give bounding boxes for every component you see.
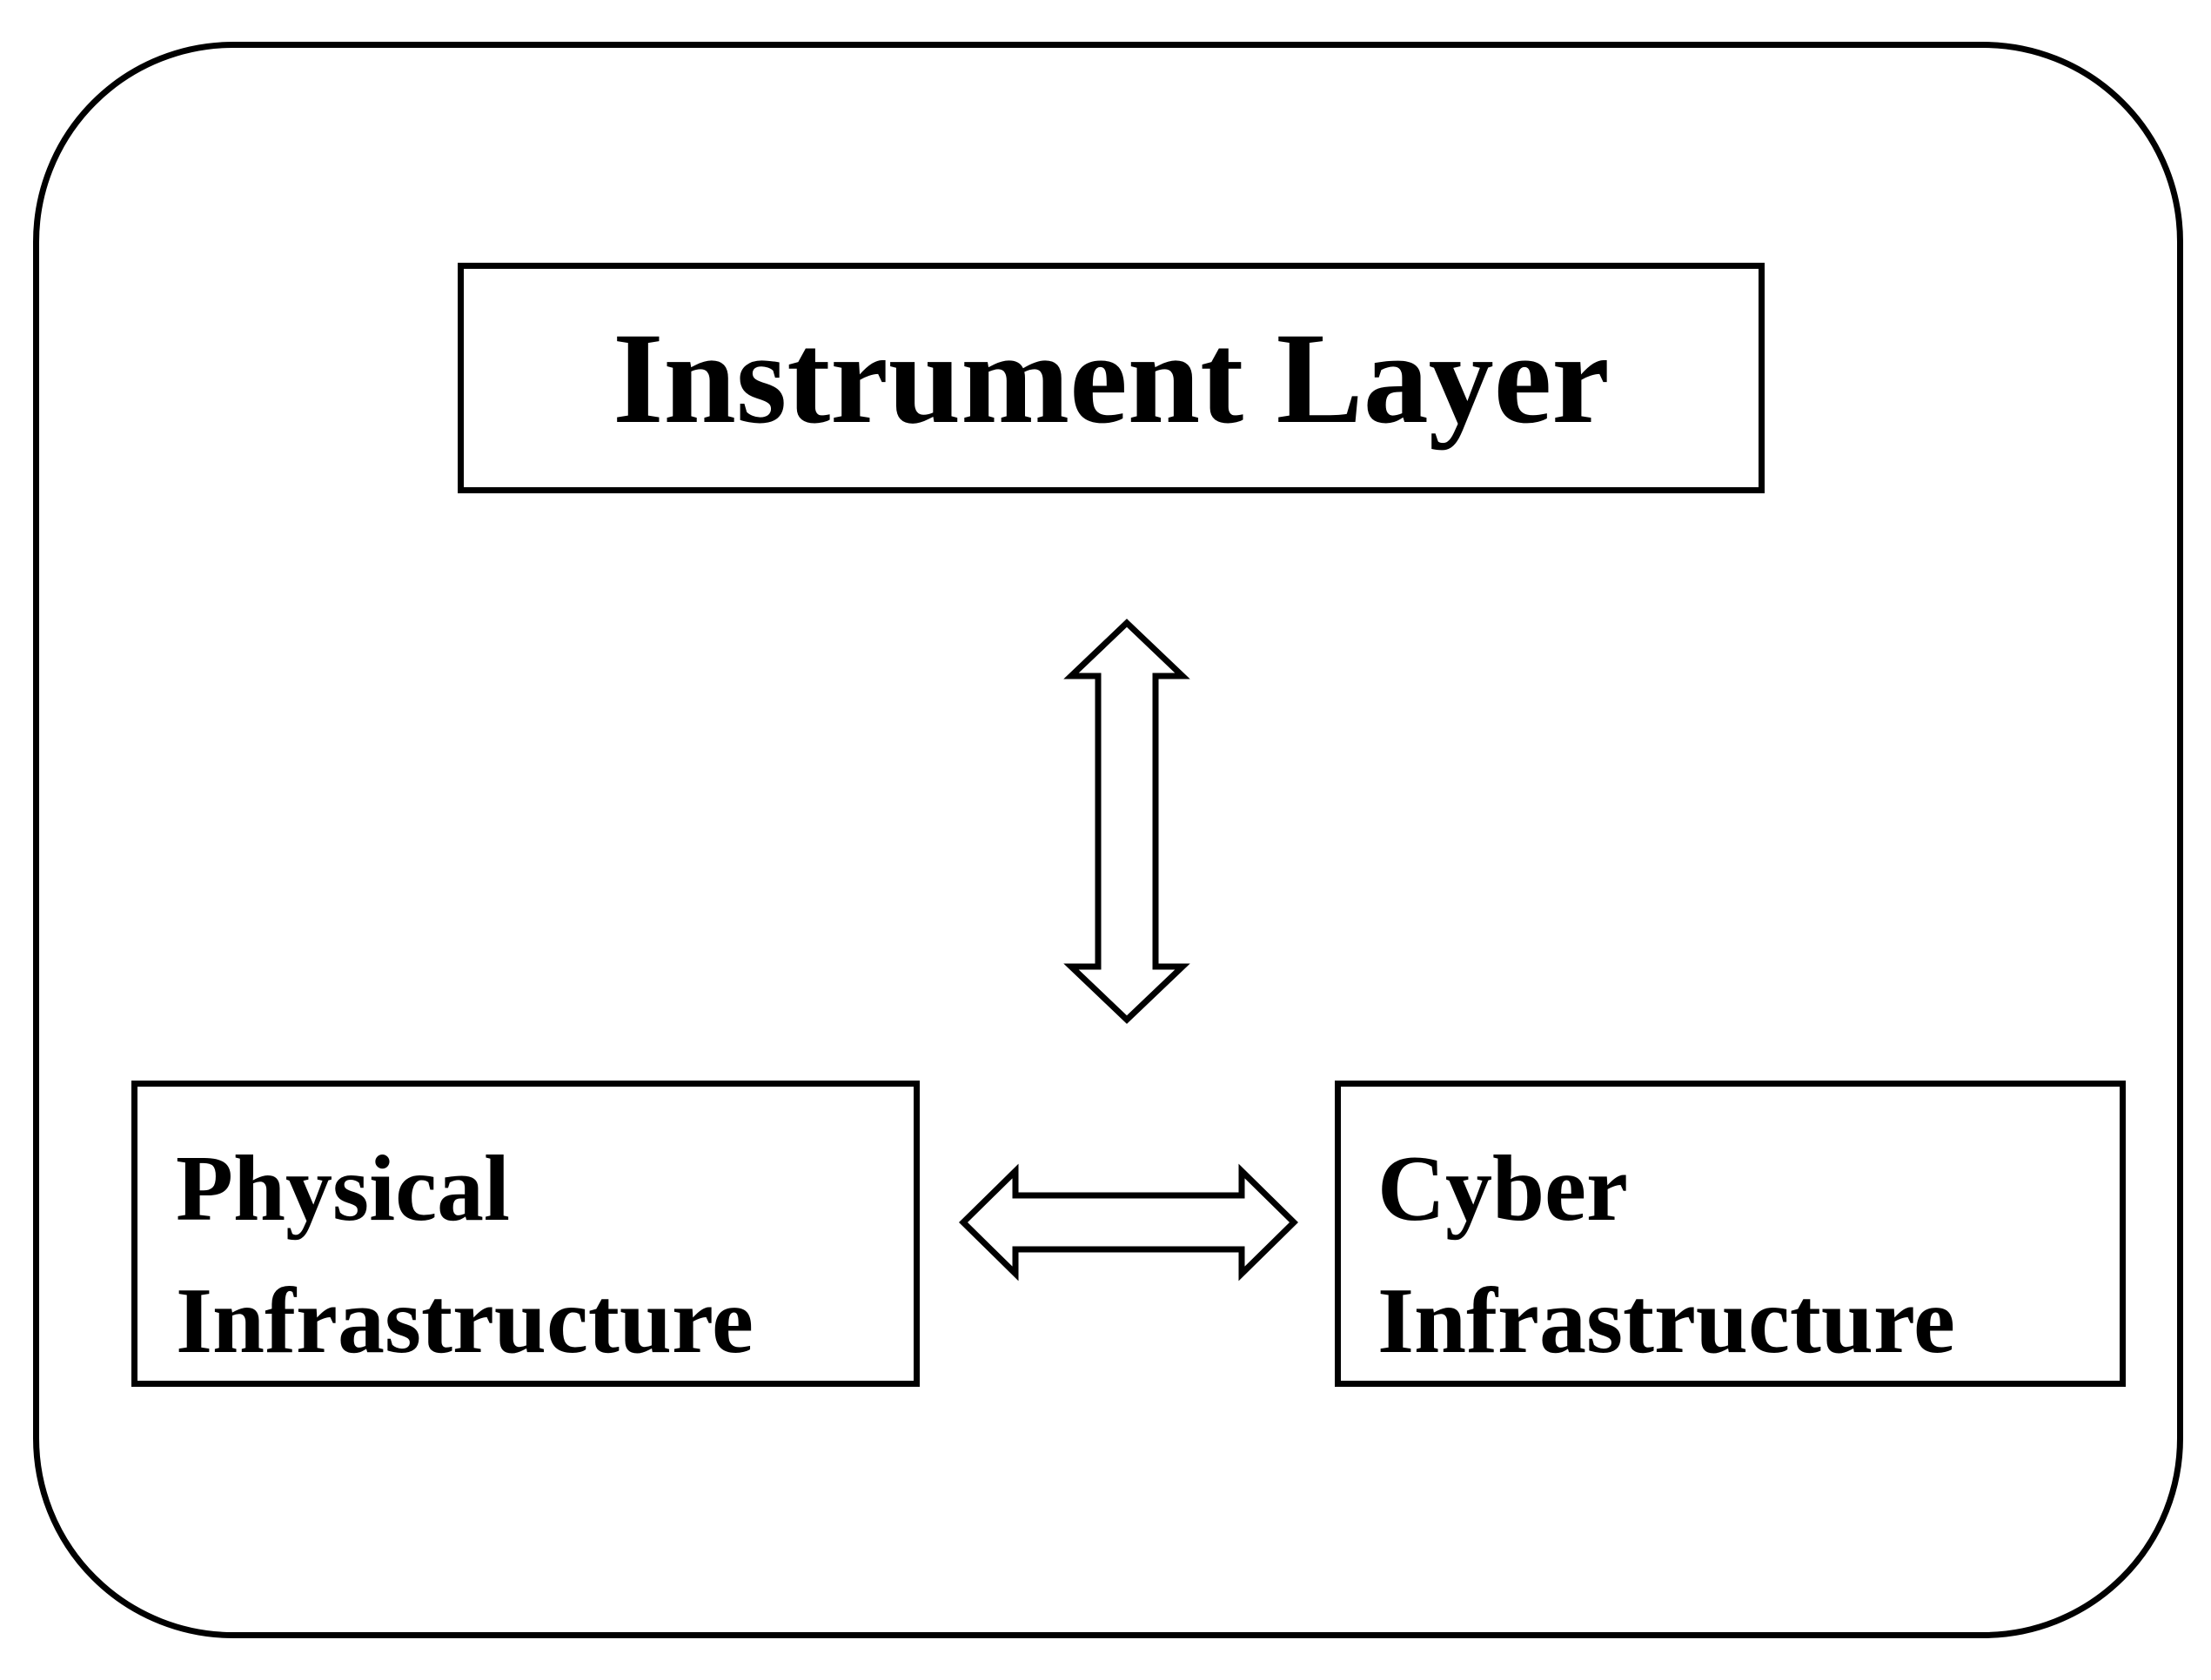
cyber-infrastructure-label-line2: Infrastructure — [1377, 1269, 1955, 1373]
physical-infrastructure-box: Physical Infrastructure — [131, 1081, 920, 1387]
vertical-double-arrow — [1063, 619, 1190, 1024]
horizontal-double-arrow — [959, 1163, 1298, 1282]
instrument-layer-box: Instrument Layer — [458, 263, 1765, 493]
instrument-layer-label: Instrument Layer — [613, 305, 1610, 451]
cyber-infrastructure-box: Cyber Infrastructure — [1335, 1081, 2126, 1387]
physical-infrastructure-label-line2: Infrastructure — [176, 1269, 754, 1373]
physical-infrastructure-label-line1: Physical — [176, 1137, 511, 1241]
cyber-infrastructure-label-line1: Cyber — [1377, 1137, 1628, 1241]
